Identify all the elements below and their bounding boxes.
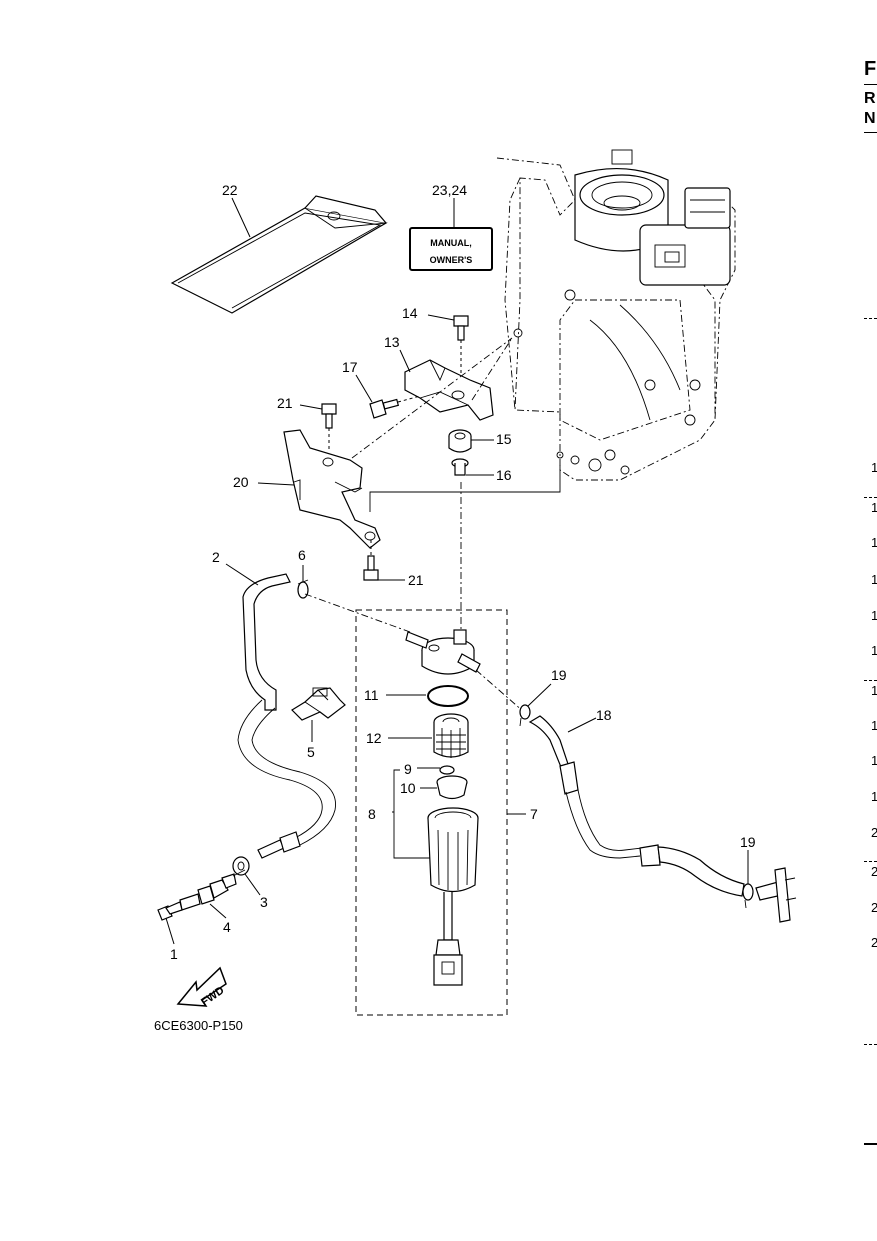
callout-19-upper: 19: [551, 667, 567, 683]
side-rule-2: [864, 132, 877, 133]
bolt-14: [453, 315, 469, 341]
side-letter-f: F: [864, 58, 877, 80]
side-number: 1: [871, 789, 877, 804]
clip-19-upper: [519, 704, 531, 727]
callout-15: 15: [496, 431, 512, 447]
fuel-hose-2: [237, 573, 336, 859]
callout-3: 3: [260, 894, 268, 910]
filter-element-12: [433, 713, 469, 758]
owners-manual-tag: MANUAL, OWNER'S: [409, 227, 493, 271]
callout-2: 2: [212, 549, 220, 565]
filter-cup: [427, 807, 479, 986]
callout-21-upper: 21: [277, 395, 293, 411]
engine-block: [496, 149, 736, 481]
side-rule-4: [864, 497, 877, 498]
callout-10: 10: [400, 780, 416, 796]
side-number: 2: [871, 825, 877, 840]
bolt-17: [369, 398, 400, 419]
callout-19-lower: 19: [740, 834, 756, 850]
cover-20: [283, 429, 381, 549]
grommet-15: [448, 429, 472, 453]
callout-1: 1: [170, 946, 178, 962]
callout-8: 8: [368, 806, 376, 822]
side-letter-r: R: [864, 90, 876, 107]
side-rule-3: [864, 318, 877, 319]
joint-4: [179, 869, 246, 911]
bolt-21-upper: [321, 403, 337, 429]
side-letter-n: N: [864, 110, 876, 127]
callout-11: 11: [364, 687, 379, 703]
fwd-arrow-icon: FWD: [176, 966, 227, 1009]
callout-16: 16: [496, 467, 512, 483]
side-number: 1: [871, 753, 877, 768]
fuel-hose-18: [528, 715, 745, 897]
side-number: 1: [871, 500, 877, 515]
callout-12: 12: [366, 730, 382, 746]
side-number: 2: [871, 864, 877, 879]
side-number: 1: [871, 535, 877, 550]
t-joint: [755, 867, 797, 923]
side-number: 1: [871, 608, 877, 623]
collar-16: [451, 458, 469, 476]
callout-17: 17: [342, 359, 358, 375]
ring-9: [439, 765, 455, 775]
side-number: 1: [871, 572, 877, 587]
side-number: 1: [871, 643, 877, 658]
side-rule-1: [864, 84, 877, 85]
callout-7: 7: [530, 806, 538, 822]
callout-18: 18: [596, 707, 612, 723]
filter-head: [405, 629, 481, 675]
side-number: 1: [871, 718, 877, 733]
callout-21-lower: 21: [408, 572, 424, 588]
o-ring-11: [427, 685, 469, 707]
side-number: 1: [871, 683, 877, 698]
side-number: 2: [871, 935, 877, 950]
plug-1: [157, 901, 183, 921]
side-rule-5: [864, 680, 877, 681]
bolt-21-lower: [363, 555, 379, 581]
manual-tag-line2: OWNER'S: [430, 255, 473, 265]
float-10: [436, 775, 468, 800]
side-number: 2: [871, 900, 877, 915]
fuel-filter-assembly-box: [355, 609, 508, 1016]
callout-5: 5: [307, 744, 315, 760]
callout-20: 20: [233, 474, 249, 490]
callout-9: 9: [404, 761, 412, 777]
callout-6: 6: [298, 547, 306, 563]
bracket-13: [404, 359, 494, 421]
callout-13: 13: [384, 334, 400, 350]
side-rule-7: [864, 1044, 877, 1045]
side-rule-8: [864, 1143, 877, 1145]
manual-case-part: [170, 195, 388, 314]
callout-23-24: 23,24: [432, 182, 467, 198]
side-number: 1: [871, 460, 877, 475]
clip-19-lower: [742, 883, 754, 909]
callout-22: 22: [222, 182, 238, 198]
side-rule-6: [864, 861, 877, 862]
callout-14: 14: [402, 305, 418, 321]
manual-tag-line1: MANUAL,: [430, 238, 472, 248]
holder-5: [291, 687, 346, 721]
clip-6: [297, 579, 309, 599]
callout-4: 4: [223, 919, 231, 935]
diagram-code: 6CE6300-P150: [154, 1018, 243, 1033]
